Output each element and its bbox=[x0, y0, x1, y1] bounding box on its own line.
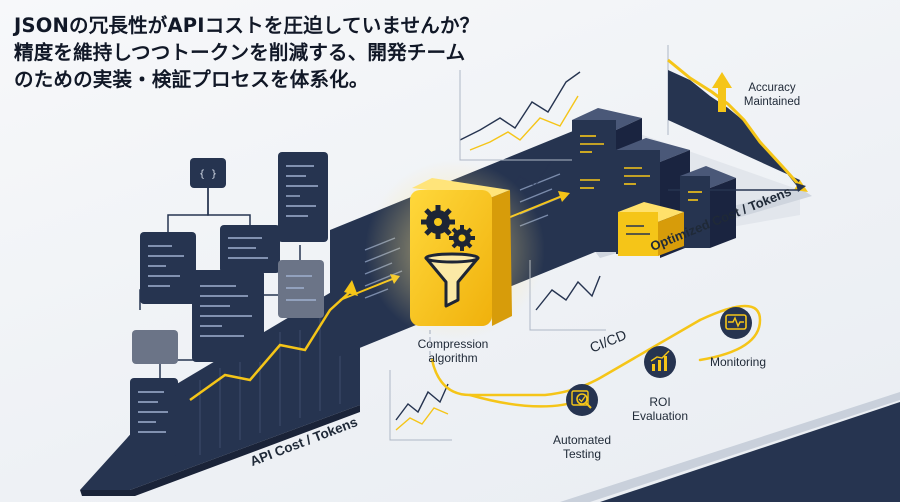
json-block bbox=[130, 378, 178, 456]
output-arrowhead bbox=[558, 191, 570, 202]
monitoring-node bbox=[720, 307, 752, 339]
compression-block-side bbox=[490, 190, 512, 326]
roi-node bbox=[644, 346, 676, 378]
up-arrow-icon bbox=[712, 72, 732, 112]
gears-icon bbox=[421, 205, 475, 251]
headline-line-2: 精度を維持しつつトークンを削減する、開発チーム bbox=[14, 41, 466, 64]
accuracy-chart bbox=[667, 58, 808, 192]
ramp-columns bbox=[199, 296, 341, 455]
json-block bbox=[140, 232, 196, 304]
headline: JSONの冗長性がAPIコストを圧迫していませんか？ 精度を維持しつつトークンを… bbox=[14, 12, 574, 93]
roi-label: ROI Evaluation bbox=[631, 395, 689, 423]
testing-label: Automated Testing bbox=[552, 433, 612, 461]
json-glyph: { } bbox=[199, 169, 217, 180]
json-block-root bbox=[190, 158, 226, 188]
monitor-pulse-icon bbox=[725, 314, 747, 330]
accuracy-label: Accuracy Maintained bbox=[743, 82, 801, 108]
json-block-gray bbox=[278, 260, 324, 318]
headline-line-1: JSONの冗長性がAPIコストを圧迫していませんか？ bbox=[14, 14, 480, 37]
json-block bbox=[278, 152, 328, 242]
json-block-gray bbox=[132, 330, 178, 364]
testing-node bbox=[566, 384, 598, 416]
json-block bbox=[220, 225, 280, 273]
funnel-icon bbox=[424, 252, 480, 308]
axis-arrowhead bbox=[796, 183, 806, 192]
rising-trend-arrowhead bbox=[344, 280, 358, 296]
magnifier-check-icon bbox=[571, 390, 592, 409]
headline-line-3: のための実装・検証プロセスを体系化。 bbox=[14, 68, 369, 91]
json-block-code-lines bbox=[138, 165, 318, 433]
rising-trend-line bbox=[189, 289, 353, 402]
monitoring-label: Monitoring bbox=[709, 355, 767, 369]
compression-label: Compression algorithm bbox=[417, 337, 489, 365]
bottom-band bbox=[600, 402, 900, 502]
declining-cost-line bbox=[667, 58, 802, 188]
bottom-band-light bbox=[560, 392, 900, 502]
bar-chart-icon bbox=[650, 350, 670, 371]
server-stack bbox=[572, 108, 736, 258]
